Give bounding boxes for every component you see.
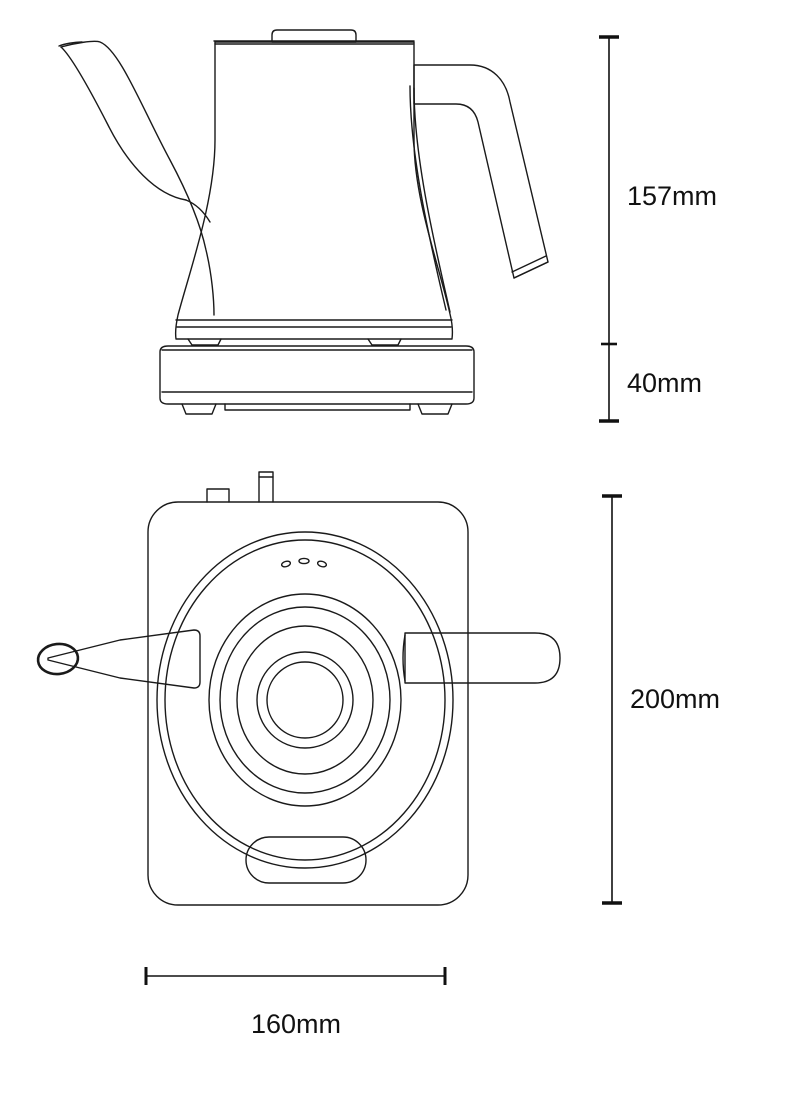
- body-inner-line-1: [409, 85, 447, 311]
- pour-spout-inner: [60, 46, 187, 201]
- dimension-group-side: [599, 35, 619, 423]
- base-foot-left: [181, 403, 217, 415]
- indicator-mark-1: [280, 560, 292, 568]
- lid-ring-3: [208, 593, 402, 807]
- base-tab-small: [206, 488, 230, 503]
- dimension-group-top-depth: [602, 494, 622, 905]
- contact-pad-left: [187, 338, 222, 346]
- indicator-mark-3: [316, 560, 328, 568]
- top-plan-view: [36, 471, 561, 906]
- lid-ring-2: [164, 539, 446, 861]
- contact-pad-mid: [367, 338, 402, 346]
- lid-ring-5: [236, 625, 374, 775]
- lid-knob-ring-inner: [266, 661, 344, 739]
- lid-knob-icon: [271, 29, 357, 43]
- kettle-handle-top-joint: [402, 634, 406, 682]
- base-plate-outline: [147, 501, 469, 906]
- dim-label-157mm: 157mm: [627, 181, 717, 211]
- indicator-mark-2: [298, 557, 310, 565]
- lid-knob-ring-outer: [256, 651, 354, 749]
- dimension-group-top-width: [144, 967, 447, 985]
- base-tab-tall: [258, 471, 274, 503]
- dim-label-40mm: 40mm: [627, 368, 702, 398]
- dim-label-160mm: 160mm: [251, 1009, 341, 1039]
- power-base: [159, 345, 475, 405]
- dim-label-200mm: 200mm: [630, 684, 720, 714]
- pour-spout-lip: [58, 41, 83, 47]
- pour-spout-top: [47, 629, 201, 689]
- handle-end-face: [513, 261, 549, 279]
- kettle-handle-top: [404, 632, 561, 684]
- lid-ring-4: [219, 606, 391, 794]
- pour-spout: [60, 40, 215, 316]
- kettle-handle: [413, 64, 549, 279]
- kettle-body: [174, 41, 454, 340]
- kettle-handle-inner-edge: [511, 255, 547, 273]
- lid-ring-outer: [156, 531, 454, 869]
- base-bottom-strip: [224, 403, 411, 411]
- side-elevation-view: [58, 29, 549, 415]
- pour-spout-opening: [36, 642, 80, 676]
- base-foot-right: [417, 403, 453, 415]
- switch-slot: [245, 836, 367, 884]
- body-inner-line-2: [413, 87, 451, 313]
- pour-spout-inner-2: [185, 199, 211, 223]
